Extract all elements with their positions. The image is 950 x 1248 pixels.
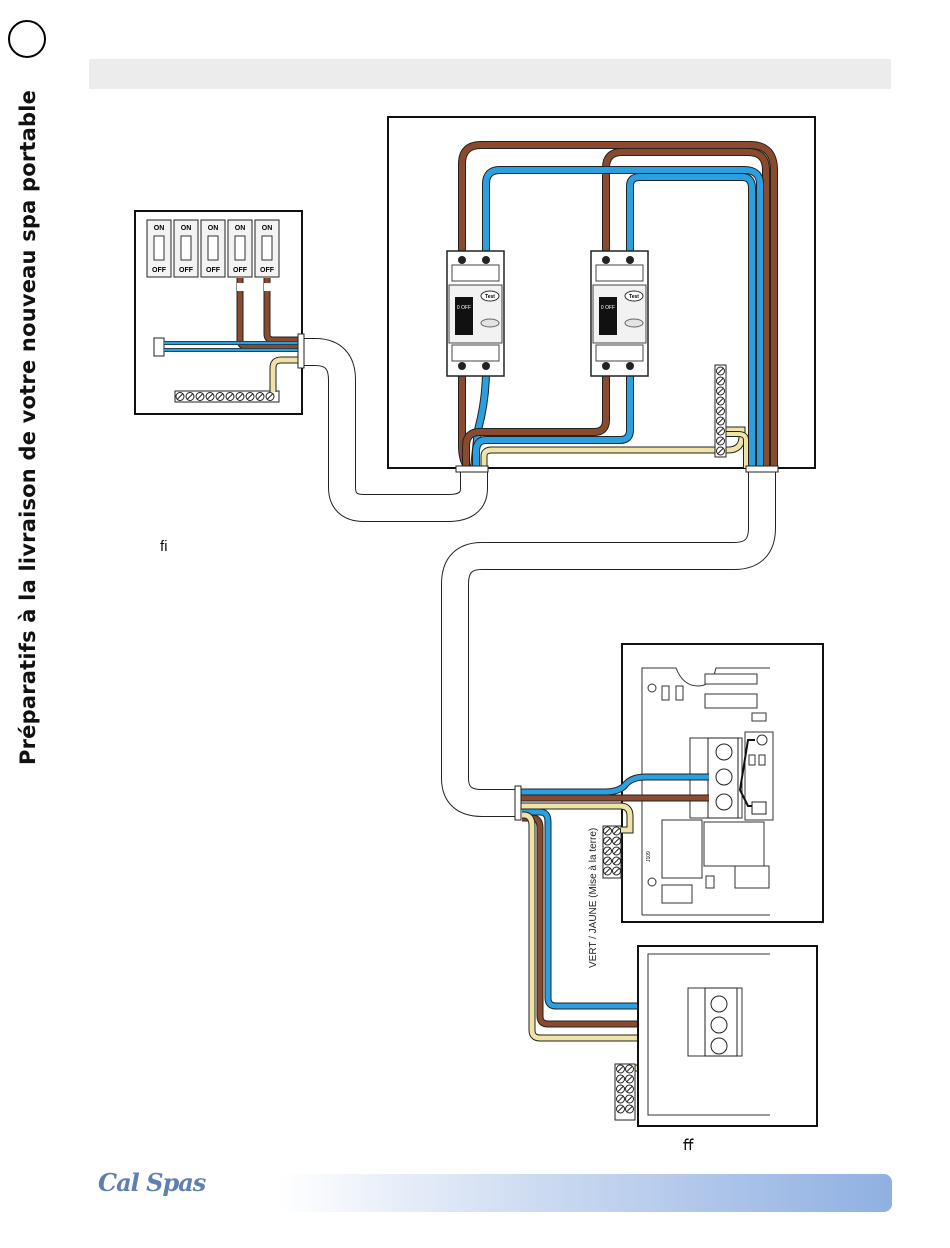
note-bottom: ﬀ <box>683 1136 693 1154</box>
note-left: ﬁ <box>160 538 168 555</box>
svg-text:OFF: OFF <box>260 267 275 274</box>
svg-text:OFF: OFF <box>206 267 221 274</box>
breaker-switch-icon: ON ON ON ON ON OFF OFF OFF OFF OFF <box>147 220 279 277</box>
svg-text:ON: ON <box>154 225 165 232</box>
svg-text:OFF: OFF <box>152 267 167 274</box>
brand-logo: Cal Spas <box>98 1168 205 1197</box>
svg-text:0 OFF: 0 OFF <box>601 305 615 311</box>
svg-text:OFF: OFF <box>179 267 194 274</box>
main-breaker-panel: ON ON ON ON ON OFF OFF OFF OFF OFF <box>135 211 304 414</box>
svg-text:J109: J109 <box>646 851 652 862</box>
gfci-breaker-icon: 0 OFF Test <box>591 251 648 376</box>
svg-text:Test: Test <box>629 294 639 300</box>
gfci-breaker-icon: 0 OFF Test <box>447 251 504 376</box>
svg-text:OFF: OFF <box>233 267 248 274</box>
svg-text:0 OFF: 0 OFF <box>457 305 471 311</box>
ground-wire-label: VERT / JAUNE (Mise à la terre) <box>588 828 599 968</box>
svg-text:ON: ON <box>181 225 192 232</box>
svg-text:ON: ON <box>262 225 273 232</box>
footer-bar <box>280 1174 892 1212</box>
terminal-block-icon <box>717 367 725 455</box>
svg-text:Test: Test <box>485 294 495 300</box>
svg-text:ON: ON <box>235 225 246 232</box>
heater-terminal-box <box>615 946 817 1126</box>
svg-text:ON: ON <box>208 225 219 232</box>
gfci-disconnect-panel: 0 OFF Test 0 OFF Test <box>388 117 815 472</box>
spa-control-panel: J109 <box>603 644 823 922</box>
